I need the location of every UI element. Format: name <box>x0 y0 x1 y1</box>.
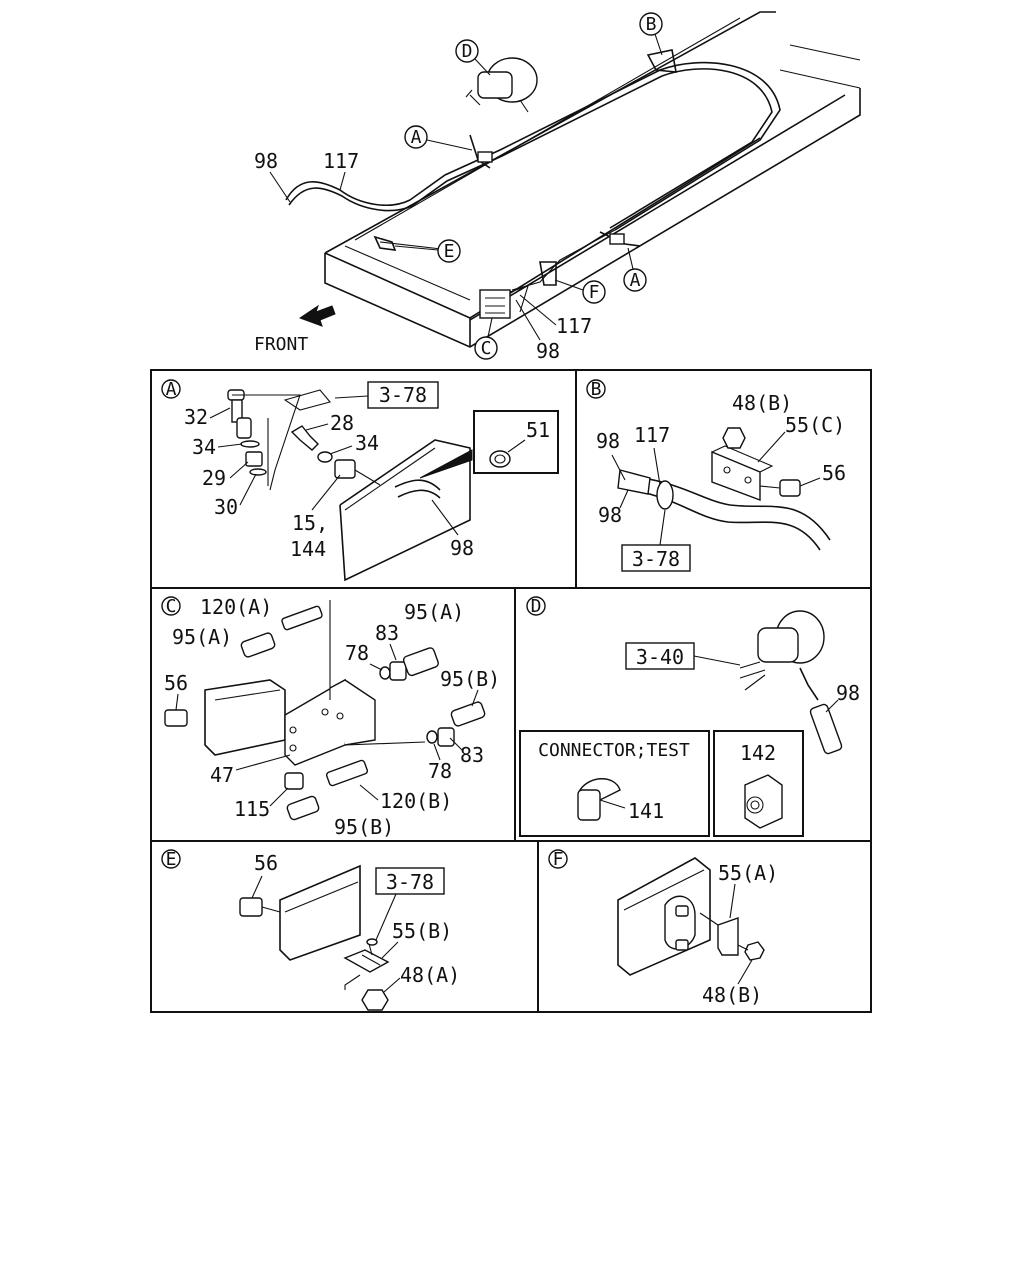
frame-rail <box>324 11 861 348</box>
panel-d-letter: D <box>531 596 542 617</box>
panel-e: E 3-78 56 55(B) 48(A) <box>161 849 460 1011</box>
overview-label-117-bottom: 117 <box>556 314 592 338</box>
connector-title: CONNECTOR;TEST <box>538 740 690 761</box>
part-34b: 34 <box>355 431 379 455</box>
part-47: 47 <box>210 763 234 787</box>
callout-d: D <box>462 41 473 62</box>
callout-e: E <box>444 241 455 262</box>
part-95b-right: 95(B) <box>440 667 500 691</box>
part-30: 30 <box>214 495 238 519</box>
part-83-top: 83 <box>375 621 399 645</box>
panel-c-letter: C <box>166 596 177 617</box>
part-78-top: 78 <box>345 641 369 665</box>
overview-label-117-top: 117 <box>323 149 359 173</box>
part-144: 144 <box>290 537 326 561</box>
panel-a-inset <box>473 410 559 474</box>
panel-d-ref: 3-40 <box>636 645 684 669</box>
part-120b: 120(B) <box>380 789 452 813</box>
part-48a: 48(A) <box>400 963 460 987</box>
part-55b: 55(B) <box>392 919 452 943</box>
panel-a-letter: A <box>166 379 177 400</box>
callout-a-bottom: A <box>630 270 641 291</box>
part-117-b: 117 <box>634 423 670 447</box>
part-15: 15, <box>292 511 328 535</box>
panel-c: C 120(A) 95(A) 95(A) 83 78 56 95(B) <box>161 595 500 839</box>
part-115: 115 <box>234 797 270 821</box>
part-78-bottom: 78 <box>428 759 452 783</box>
part-98-b2: 98 <box>598 503 622 527</box>
overview-drawing: D B A E A F C 98 117 117 98 FRONT <box>254 11 861 363</box>
part-98-b1: 98 <box>596 429 620 453</box>
overview-label-98-top: 98 <box>254 149 278 173</box>
panel-a: A 3-78 32 34 <box>161 379 559 582</box>
panel-b-letter: B <box>591 379 602 400</box>
connector-test-box <box>519 730 710 837</box>
part-142: 142 <box>740 741 776 765</box>
part-83-bottom: 83 <box>460 743 484 767</box>
front-arrow-icon <box>298 304 336 327</box>
callout-b: B <box>646 14 657 35</box>
callout-f: F <box>589 282 600 303</box>
part-95a-right: 95(A) <box>404 600 464 624</box>
part-29: 29 <box>202 466 226 490</box>
panel-grid <box>150 369 872 1013</box>
callout-c: C <box>481 338 492 359</box>
part-55c: 55(C) <box>785 413 845 437</box>
part-28: 28 <box>330 411 354 435</box>
part-34a: 34 <box>192 435 216 459</box>
panel-b-ref: 3-78 <box>632 547 680 571</box>
panel-f-letter: F <box>553 849 564 870</box>
part-51: 51 <box>526 418 550 442</box>
panel-b: B 3-78 48(B) 98 117 55(C) 56 98 <box>586 379 846 572</box>
panel-a-ref: 3-78 <box>379 383 427 407</box>
panel-d: D 3-40 98 CONNECTOR;TEST 141 142 <box>519 596 860 837</box>
part-95b-bottom: 95(B) <box>334 815 394 839</box>
part-98-d: 98 <box>836 681 860 705</box>
overview-label-98-bottom: 98 <box>536 339 560 363</box>
callout-a-top: A <box>411 127 422 148</box>
part-32: 32 <box>184 405 208 429</box>
part-98-a: 98 <box>450 536 474 560</box>
part-95a-left: 95(A) <box>172 625 232 649</box>
panel-e-letter: E <box>166 849 177 870</box>
front-label: FRONT <box>254 334 308 355</box>
panel-e-ref: 3-78 <box>386 870 434 894</box>
pipe-117 <box>285 61 781 231</box>
panel-f: F 55(A) 48(B) <box>548 849 778 1007</box>
vacuum-pump-d <box>465 57 538 113</box>
part-141: 141 <box>628 799 664 823</box>
part-56-c: 56 <box>164 671 188 695</box>
part-56-b: 56 <box>822 461 846 485</box>
part-55a: 55(A) <box>718 861 778 885</box>
part-56-e: 56 <box>254 851 278 875</box>
part-120a: 120(A) <box>200 595 272 619</box>
part-48b: 48(B) <box>732 391 792 415</box>
part-48b-f: 48(B) <box>702 983 762 1007</box>
part-142-box <box>713 730 804 837</box>
